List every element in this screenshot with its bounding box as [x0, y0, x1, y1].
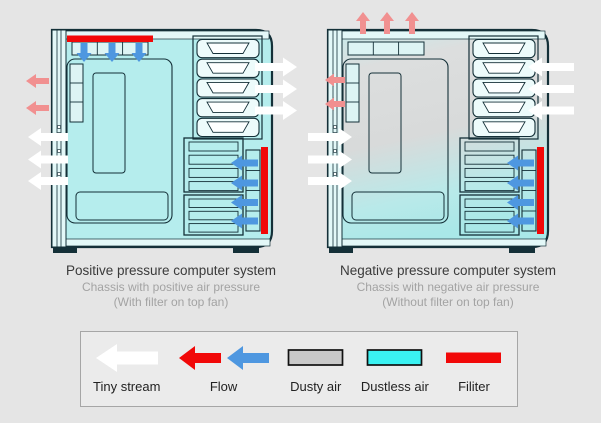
front-fan — [521, 149, 537, 232]
front-intake-arrows — [231, 155, 258, 229]
rear-fan — [345, 63, 360, 123]
psu — [351, 191, 445, 221]
cpu-area — [368, 72, 402, 174]
cpu-area — [92, 72, 126, 174]
rear-leak-in-arrows — [308, 128, 352, 190]
legend-item-dustless-air: Dustless air — [361, 340, 429, 400]
legend-label: Dustless air — [360, 379, 429, 394]
negative-subtitle-1: Chassis with negative air pressure — [356, 280, 540, 294]
dusty-air-swatch — [287, 340, 345, 376]
legend-item-tiny-stream: Tiny stream — [93, 340, 160, 400]
legend-item-flow: Flow — [177, 340, 271, 400]
front-fan — [245, 149, 261, 232]
positive-title: Positive pressure computer system — [65, 263, 277, 278]
top-exhaust-arrows — [356, 12, 419, 34]
tiny-stream-arrow-icon — [94, 340, 160, 376]
legend-label: Filiter — [458, 379, 490, 394]
positive-subtitle-2: (With filter on top fan) — [113, 294, 229, 309]
top-intake-arrows — [76, 43, 147, 62]
front-filter-strip — [261, 147, 268, 234]
drive-bays — [192, 35, 263, 140]
positive-pressure-chassis-diagram — [26, 28, 297, 253]
negative-caption: Negative pressure computer system Chassi… — [297, 262, 599, 309]
positive-subtitle-1: Chassis with positive air pressure — [81, 280, 261, 294]
dustless-air-swatch — [366, 340, 424, 376]
filter-swatch — [445, 340, 503, 376]
bay-leak-out-arrows — [255, 57, 297, 120]
positive-caption: Positive pressure computer system Chassi… — [20, 262, 322, 309]
negative-pressure-chassis-diagram — [308, 12, 574, 253]
rear-fan — [69, 63, 84, 123]
rear-exhaust-arrows — [325, 73, 345, 111]
bay-leak-in-arrows — [528, 57, 574, 120]
flow-arrows-icon — [177, 340, 271, 376]
legend-item-filter: Filiter — [445, 340, 503, 400]
legend-label: Flow — [209, 379, 238, 394]
negative-subtitle-2: (Without filter on top fan) — [382, 294, 514, 309]
drive-bays — [468, 35, 539, 140]
negative-title: Negative pressure computer system — [339, 263, 557, 278]
legend-box: Tiny stream Flow Dusty air Dustless air … — [80, 331, 518, 407]
top-filter-bar — [67, 35, 153, 42]
top-fan-grill — [347, 41, 425, 56]
rear-exhaust-arrows — [26, 74, 49, 115]
rear-leak-out-arrows — [28, 128, 68, 190]
front-filter-strip — [537, 147, 544, 234]
legend-item-dusty-air: Dusty air — [287, 340, 345, 400]
legend-label: Tiny stream — [93, 379, 161, 394]
psu — [75, 191, 169, 221]
legend-label: Dusty air — [290, 379, 342, 394]
front-intake-arrows — [507, 155, 534, 229]
